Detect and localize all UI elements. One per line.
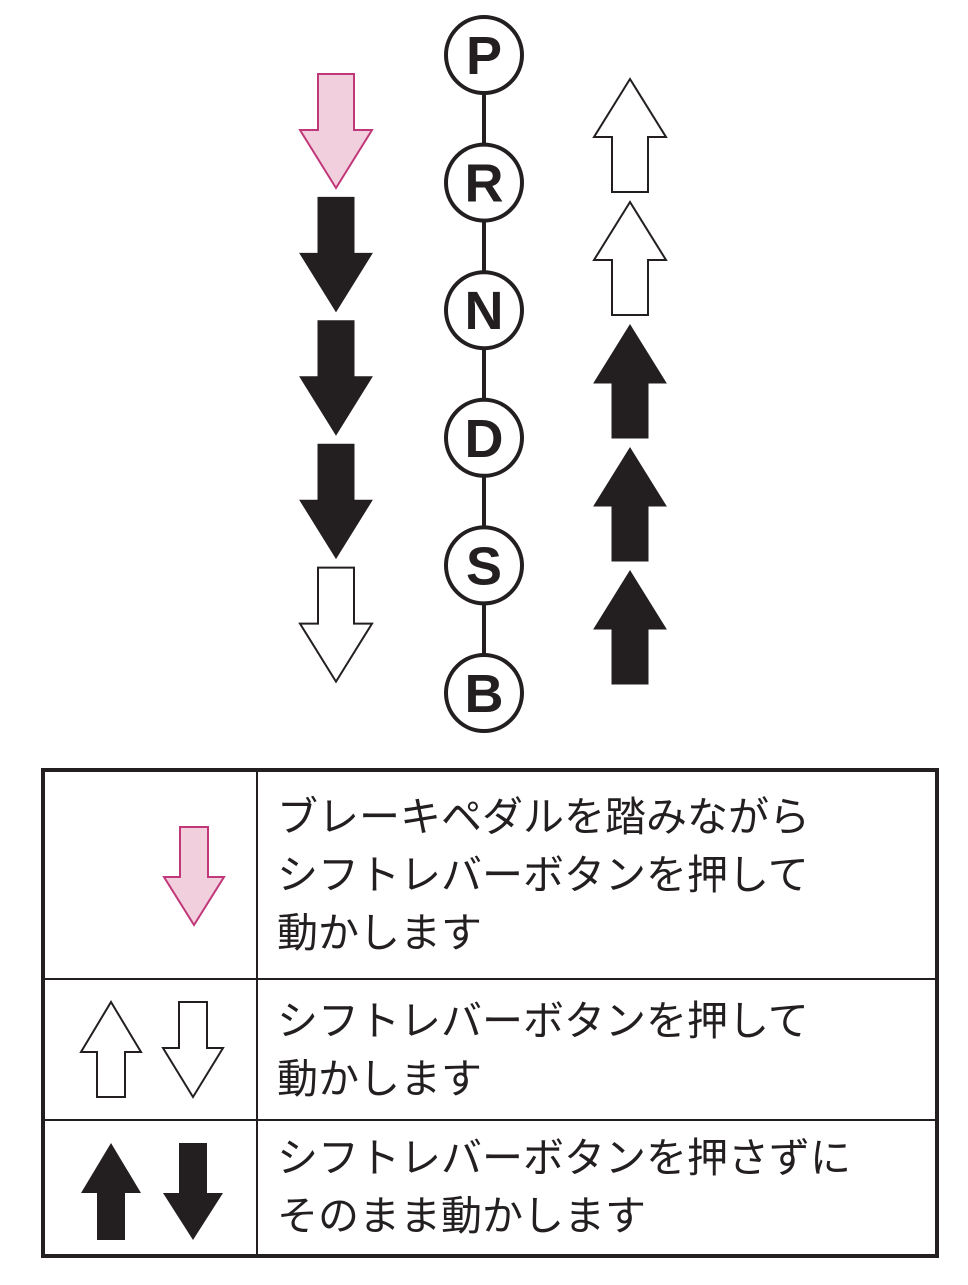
- gear-label: B: [465, 664, 504, 724]
- legend-text-no-button: シフトレバーボタンを押さずに そのまま動かします: [277, 1134, 851, 1240]
- gear-circle: [444, 142, 524, 223]
- shift-pattern-diagram: P R N D S B: [298, 15, 668, 733]
- gear-circle: [444, 525, 524, 606]
- left-solid-down-arrow-2: [299, 196, 373, 313]
- left-solid-down-arrow-4: [299, 443, 373, 560]
- gear-label: D: [465, 409, 504, 469]
- gear-circle: [444, 270, 524, 351]
- legend-row-brake: ブレーキペダルを踏みながら シフトレバーボタンを押して 動かします: [45, 772, 935, 978]
- legend-icon-cell: [45, 772, 258, 978]
- right-solid-up-arrow-3: [593, 324, 667, 439]
- legend-icon-cell: [45, 1121, 258, 1256]
- gear-positions: P R N D S B: [444, 15, 524, 733]
- gear-circle: [444, 397, 524, 478]
- gear-n: N: [444, 270, 524, 351]
- up-arrow-column: [592, 77, 668, 685]
- gear-label: S: [466, 536, 502, 596]
- gear-label: N: [465, 281, 504, 341]
- left-hollow-down-arrow-5: [298, 566, 374, 684]
- gear-d: D: [444, 397, 524, 478]
- legend-row-button: シフトレバーボタンを押して 動かします: [45, 978, 935, 1121]
- hollow-up-down-arrows-icon: [79, 1000, 225, 1099]
- gear-b: B: [444, 653, 524, 733]
- solid-up-down-arrows-icon: [81, 1143, 223, 1240]
- right-hollow-up-arrow-1: [592, 77, 668, 193]
- right-hollow-up-arrow-2: [592, 200, 668, 316]
- legend-row-no-button: シフトレバーボタンを押さずに そのまま動かします: [45, 1119, 935, 1256]
- left-brake-down-arrow-1: [298, 73, 374, 190]
- left-solid-down-arrow-3: [299, 320, 373, 436]
- legend-icon-cell: [45, 980, 258, 1121]
- legend-text-button: シフトレバーボタンを押して 動かします: [277, 997, 809, 1103]
- brake-down-arrow-icon: [162, 826, 226, 927]
- gear-circle: [444, 15, 524, 95]
- gear-label: P: [466, 26, 502, 86]
- gear-r: R: [444, 142, 524, 223]
- legend-table: ブレーキペダルを踏みながら シフトレバーボタンを押して 動かします シフトレバー…: [41, 768, 939, 1258]
- legend-text-brake: ブレーキペダルを踏みながら シフトレバーボタンを押して 動かします: [277, 793, 810, 957]
- down-arrow-column: [298, 73, 374, 684]
- gear-p: P: [444, 15, 524, 95]
- right-solid-up-arrow-5: [593, 570, 667, 685]
- gear-label: R: [465, 154, 504, 214]
- gear-s: S: [444, 525, 524, 606]
- gear-circle: [444, 653, 524, 733]
- right-solid-up-arrow-4: [593, 447, 667, 562]
